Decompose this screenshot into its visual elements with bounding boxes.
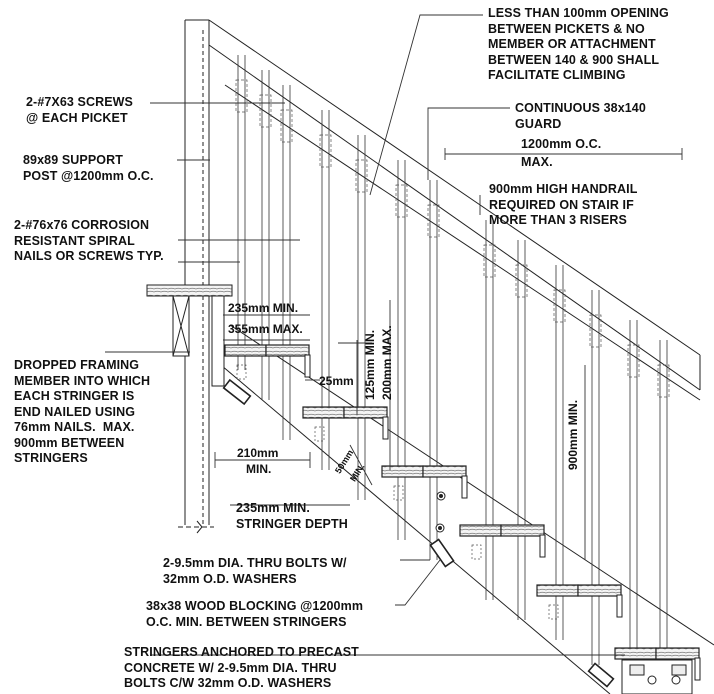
dim-riser-min: 125mm MIN. bbox=[363, 329, 377, 400]
dim-riser-max: 200mm MAX. bbox=[380, 325, 394, 400]
tread bbox=[536, 584, 623, 620]
picket bbox=[355, 135, 368, 500]
guard-rail bbox=[208, 19, 701, 401]
support-post bbox=[178, 19, 214, 534]
picket bbox=[280, 85, 293, 440]
wood-blocking bbox=[222, 378, 615, 688]
thru-bolts bbox=[435, 491, 446, 533]
dim-guard-height: 900mm MIN. bbox=[566, 399, 580, 470]
note-max: MAX. bbox=[521, 155, 553, 169]
note-handrail: 900mm HIGH HANDRAIL REQUIRED ON STAIR IF… bbox=[489, 182, 638, 227]
picket bbox=[235, 55, 248, 370]
note-screws: 2-#7X63 SCREWS @ EACH PICKET bbox=[26, 95, 133, 125]
tread bbox=[614, 647, 701, 683]
note-blocking: 38x38 WOOD BLOCKING @1200mm O.C. MIN. BE… bbox=[146, 599, 364, 629]
picket bbox=[483, 220, 496, 600]
tread bbox=[224, 344, 311, 380]
note-opening: LESS THAN 100mm OPENING BETWEEN PICKETS … bbox=[488, 6, 669, 82]
tread bbox=[381, 465, 468, 501]
note-post: 89x89 SUPPORT POST @1200mm O.C. bbox=[23, 153, 154, 183]
picket bbox=[515, 240, 528, 620]
note-stringer-depth: 235mm MIN. STRINGER DEPTH bbox=[236, 501, 348, 531]
picket bbox=[657, 340, 670, 694]
dimension-lines bbox=[214, 300, 586, 560]
dim-run-min: MIN. bbox=[246, 462, 272, 476]
tread bbox=[459, 524, 546, 560]
tread bbox=[302, 406, 389, 442]
note-nails: 2-#76x76 CORROSION RESISTANT SPIRAL NAIL… bbox=[14, 218, 164, 263]
leader-lines bbox=[105, 14, 683, 656]
dim-tread-min: 235mm MIN. bbox=[228, 301, 299, 315]
pickets bbox=[235, 55, 670, 694]
note-oc: 1200mm O.C. bbox=[521, 137, 602, 151]
dim-run: 210mm bbox=[237, 446, 279, 460]
top-landing bbox=[146, 284, 233, 387]
note-dropped: DROPPED FRAMING MEMBER INTO WHICH EACH S… bbox=[14, 358, 151, 465]
precast-concrete bbox=[621, 659, 693, 694]
dim-nosing: 25mm bbox=[319, 374, 354, 388]
note-guard: CONTINUOUS 38x140 GUARD bbox=[515, 101, 646, 131]
note-bolts: 2-9.5mm DIA. THRU BOLTS W/ 32mm O.D. WAS… bbox=[163, 556, 347, 586]
picket bbox=[395, 160, 408, 540]
stringer bbox=[214, 324, 714, 694]
picket bbox=[589, 290, 602, 665]
picket bbox=[553, 265, 566, 640]
note-anchored: STRINGERS ANCHORED TO PRECAST CONCRETE W… bbox=[124, 645, 359, 690]
picket bbox=[427, 180, 440, 560]
dim-tread-max: 355mm MAX. bbox=[228, 322, 303, 336]
picket bbox=[627, 320, 640, 694]
stair-treads bbox=[224, 344, 701, 683]
